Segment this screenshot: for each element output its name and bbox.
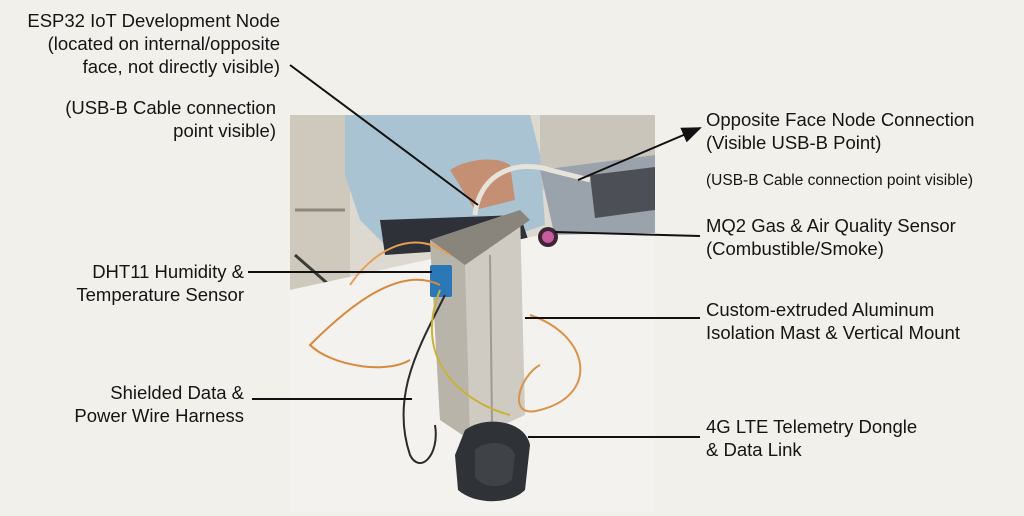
lte-label-line-2: & Data Link [706,439,802,460]
harness-label-line-1: Shielded Data & [110,382,244,403]
wire-yellow [431,289,511,416]
esp32-leader [289,64,479,206]
dht11-sensor [430,265,452,297]
mq2-label-line-2: (Combustible/Smoke) [706,238,884,259]
esp32-label-line-2: (located on internal/opposite [47,33,280,54]
usb-left-label-line-2: point visible) [173,120,276,141]
dht11-label-line-2: Temperature Sensor [76,284,244,305]
mq2-leader [554,231,701,237]
wire-orange-2 [518,314,582,413]
usb-left-label: (USB-B Cable connection point visible) [65,96,276,142]
opposite-face-label-line-1: Opposite Face Node Connection [706,109,975,130]
device-photo [290,115,655,513]
usb-right-label: (USB-B Cable connection point visible) [706,171,973,191]
device-photo-drawing [290,115,655,513]
laptop-keys [590,167,655,218]
harness-label-line-2: Power Wire Harness [74,405,244,426]
dht11-label-line-1: DHT11 Humidity & [92,261,244,282]
mast-opening [430,210,530,265]
lte-label: 4G LTE Telemetry Dongle & Data Link [706,415,917,461]
wire-black [402,294,446,464]
harness-label: Shielded Data & Power Wire Harness [74,381,244,427]
dht11-label: DHT11 Humidity & Temperature Sensor [76,260,244,306]
opposite-face-label: Opposite Face Node Connection (Visible U… [706,108,974,154]
usb-right-label-line-1: (USB-B Cable connection point visible) [706,172,974,189]
esp32-label-line-3: face, not directly visible) [82,56,280,77]
mast-label: Custom-extruded Aluminum Isolation Mast … [706,298,960,344]
lte-label-line-1: 4G LTE Telemetry Dongle [706,416,918,437]
mq2-label-line-1: MQ2 Gas & Air Quality Sensor [706,215,956,236]
mq2-label: MQ2 Gas & Air Quality Sensor (Combustibl… [706,214,956,260]
mq2-element [542,231,554,243]
wire-orange-1 [308,278,441,369]
usb-cable [472,164,591,216]
mast-label-line-2: Isolation Mast & Vertical Mount [706,322,960,343]
wire-orange-3 [349,241,451,286]
opposite-face-label-line-2: (Visible USB-B Point) [706,132,882,153]
esp32-label-line-1: ESP32 IoT Development Node [27,10,280,31]
usb-left-label-line-1: (USB-B Cable connection [65,97,276,118]
esp32-label: ESP32 IoT Development Node (located on i… [27,9,280,78]
mast-label-line-1: Custom-extruded Aluminum [706,299,935,320]
lte-dongle-top [475,443,515,487]
mast-seam [489,254,493,426]
opposite-face-leader [577,127,702,181]
